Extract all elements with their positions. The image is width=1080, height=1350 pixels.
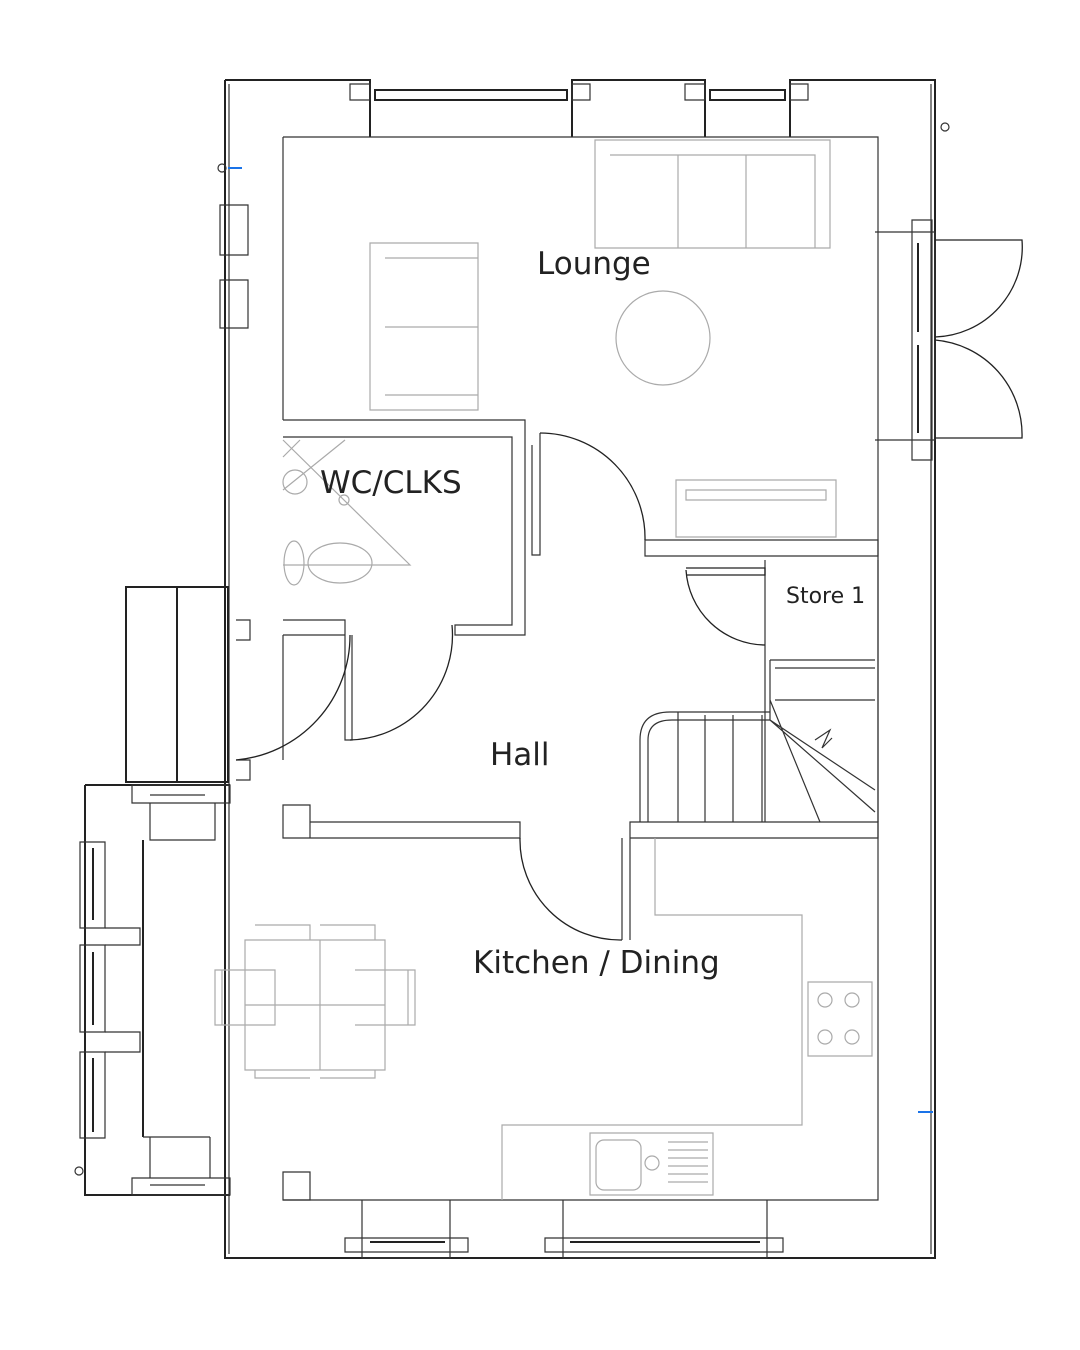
internal-walls — [236, 419, 879, 1201]
room-label-wc: WC/CLKS — [320, 465, 462, 501]
room-label-kitchen-dining: Kitchen / Dining — [473, 945, 720, 981]
furniture — [214, 139, 873, 1200]
external-cupboard — [125, 586, 229, 783]
bay-window — [79, 784, 231, 1196]
french-doors — [875, 219, 1023, 461]
room-label-hall: Hall — [490, 737, 550, 773]
level-marker — [228, 167, 933, 1113]
staircase — [639, 659, 876, 823]
room-label-lounge: Lounge — [537, 246, 651, 282]
doors — [235, 432, 766, 941]
bottom-windows — [344, 1200, 784, 1259]
room-label-store: Store 1 — [786, 584, 866, 609]
